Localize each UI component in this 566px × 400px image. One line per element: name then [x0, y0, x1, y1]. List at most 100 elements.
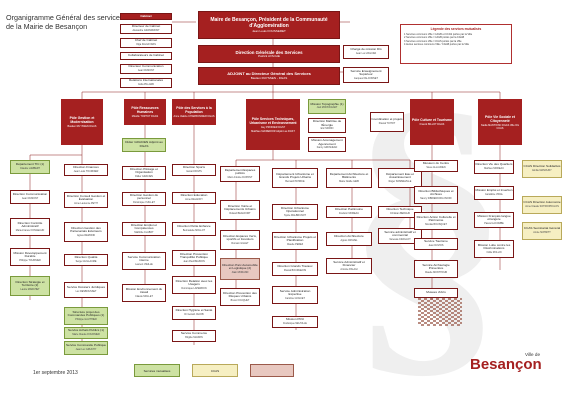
unit-label: Direction Urbanisme Opérationnel [280, 205, 310, 214]
mission-dg-box: Chargé de mission DG Jean Luc ZAGURA [343, 45, 389, 59]
key-label: CCAS [210, 368, 220, 373]
maitrise-energie-box: Direction Maîtrise de l'Énergie Eric MOR… [308, 118, 346, 133]
pole-director: Guy PRONIER DGST [260, 125, 286, 129]
unit-label: Direction Gestion du personnel [129, 192, 159, 201]
unit-head: Pascal LACOMBE [484, 221, 504, 225]
coord-label: Coordination et projets [371, 117, 403, 122]
legend-item: 2 Services communs Ville / CAGB portés p… [404, 36, 465, 40]
unit-head: Agnès CRUZEL [340, 238, 358, 242]
unit-head: Claude MONTHOUR [424, 270, 448, 274]
unit-label: Département TIC (1) [15, 162, 45, 167]
pole-ressources-humaines: Pôle Ressources Humaines Mireille TORTOT… [124, 99, 166, 125]
dir-voirie-box: Direction Voirie et Déplacements Urbains… [220, 200, 260, 220]
unit-head: Nancy SIBIRENKOKLOSOFF [420, 196, 452, 200]
unit-head: Caroline GOGUET [285, 296, 305, 300]
unit-label: CCAS Direction Solidarités [523, 164, 561, 169]
unit-label: Mission Emploi et Insertion [475, 188, 513, 193]
unit-label: CCAS Direction Autonomie [523, 200, 561, 205]
unit-head: Luc DESBOUSSET [75, 289, 97, 293]
unit-label: Direction Espaces Verts, sportifs et for… [223, 233, 257, 242]
unit-label: Direction Action Culturelle et Patrimoin… [416, 214, 456, 223]
coordination-projets-box: Coordination et projets Pascal TOITOT [370, 112, 404, 132]
dir-partenariats-box: Direction Gestion des Partenariats Extér… [64, 222, 108, 242]
pole-services-population: Pôle des Services à la Population Anne V… [172, 99, 216, 125]
unit-head: Serge GUILLAUME [75, 259, 97, 263]
energie-label: Direction Maîtrise de l'Énergie [312, 119, 342, 127]
adjoint-label: ADJOINT au Directeur Général des Service… [227, 70, 311, 76]
unit-head: Jean DUVOIS [428, 243, 444, 247]
unit-head: Claude MOLLET [135, 294, 153, 298]
pole-director: Bastien RUYSSEN DGAS [67, 125, 97, 128]
unit-head: Bernard PATRICE [285, 179, 305, 183]
unit-label: Direction Hygiène et Santé [175, 308, 213, 313]
pole-label: Pôle des Services à la Population [176, 106, 212, 114]
mission-amenagement-box: Mission Aménagement Agencement Fanny GRO… [308, 137, 346, 152]
relations-internationales-box: Relations Internationales Célia PILLARD [120, 78, 172, 88]
collab-cabinet-box: Collaborateurs de Cabinet [120, 52, 172, 60]
pole-label: Pôle Ressources Humaines [131, 106, 159, 114]
pole-director: Anne Valérie CHARBONNIER DGAS [173, 115, 215, 118]
hatch-pattern [418, 298, 462, 326]
unit-label: Département Eau et Assainissement [386, 171, 414, 180]
unit-label: Direction Contrôle Administratif [17, 220, 43, 229]
unit-head: Marie Noëlle GEIB [339, 179, 359, 183]
musees-arts-box: Musées d'Arts [414, 288, 458, 298]
cabinet-label: Cabinet [140, 13, 152, 18]
unit-head: Dominique VUILLET [133, 200, 155, 204]
unit-label: Direction Stratégie et Territoire (2) [15, 279, 45, 288]
legend-title: Légende des services mutualisés [430, 27, 482, 31]
unit-label: Département Architecture et Bâtiments [329, 171, 369, 180]
unit-label: Mission Lutte contre les Discriminations [477, 242, 511, 251]
dir-espaces-verts-box: Direction Espaces Verts, sportifs et for… [220, 230, 260, 250]
topo-label: Mission Topographie (1) [310, 101, 344, 106]
publication-date: 1er septembre 2013 [33, 370, 78, 376]
amenagement-label: Mission Aménagement Agencement [311, 138, 343, 146]
enseignement-sup-box: Service Enseignement Supérieur Jacques F… [343, 67, 389, 83]
key-services-mutualises: Services mutualisés [134, 364, 180, 377]
unit-label: Direction Gestion des Partenariats Extér… [70, 225, 102, 234]
unit-label: Direction Architecture [334, 234, 364, 239]
unit-head: Dr Gérard JACOB [184, 312, 204, 316]
unit-label: Direction Pilotage et Organisation [130, 166, 158, 175]
unit-head: Pascal BOURGEOIS [283, 268, 307, 272]
unit-head: Dominique LAPERRON [181, 286, 207, 290]
unit-label: Service Administration Expertise [279, 288, 311, 297]
unit-label: Muséum du Centre [422, 161, 450, 166]
unit-head: Roland BEAUFORT [229, 211, 251, 215]
adjoint-dgs-box: ADJOINT au Directeur Général des Service… [198, 67, 340, 85]
dir-urbanisme-projets-box: Direction Urbanisme Projets et Planifica… [272, 232, 318, 250]
unit-head: Marc Antoine DUPONT [227, 175, 253, 179]
unit-head: Annie SCHMITT [533, 230, 551, 234]
unit-head: Bruno FOUQUET [230, 298, 250, 302]
unit-head: Laurie MARCHET [20, 287, 40, 291]
chef-cabinet-box: Chef de Cabinet Olga FALGAYRAS [120, 38, 172, 48]
unit-head: Frédérique NEUVILLE [283, 321, 307, 325]
unit-label: Direction Grands Travaux [277, 264, 313, 269]
legend-item: 3 Services communs Ville / CCAS portés p… [404, 39, 462, 43]
unit-label: Structure projet des Commandes Publiques… [67, 309, 105, 318]
dir-action-culturelle-box: Direction Action Culturelle et Patrimoin… [414, 212, 458, 230]
pole-director: Franck BILLOT DGAS [419, 123, 445, 126]
enseignement-sup-name: Jacques FALCONNET [354, 76, 378, 80]
chef-cabinet-label: Chef de Cabinet [134, 38, 158, 43]
adjoint-dgas-rh-box: Didier GRACIEN Adjoint au DGAS [122, 138, 166, 152]
unit-head: Frédéric MOREAU [339, 211, 359, 215]
